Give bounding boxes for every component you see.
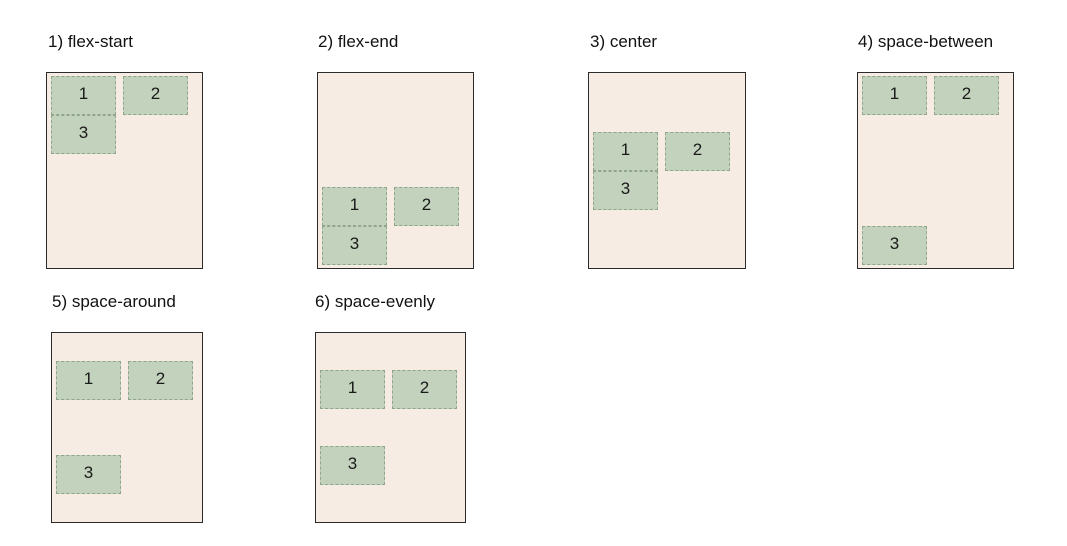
flex-item: 2 [128, 360, 193, 400]
flex-container: 1 2 3 [588, 72, 746, 269]
panel-title: 5) space-around [52, 292, 176, 311]
panel-title: 4) space-between [858, 32, 994, 51]
flex-item: 3 [593, 170, 658, 210]
flex-item: 2 [665, 131, 730, 171]
panel-title: 3) center [590, 32, 658, 51]
flex-container: 1 2 3 [51, 332, 203, 523]
flex-container: 1 2 3 [46, 72, 203, 269]
flex-item: 2 [123, 76, 188, 115]
flex-item: 1 [862, 76, 927, 115]
flex-item: 2 [394, 187, 459, 226]
flex-container: 1 2 3 [317, 72, 474, 269]
panel-title: 6) space-evenly [315, 292, 436, 311]
flex-item: 2 [392, 370, 457, 409]
flex-item: 3 [862, 226, 927, 265]
flex-container: 1 2 3 [857, 72, 1014, 269]
flex-item: 1 [322, 187, 387, 226]
panel-title: 1) flex-start [48, 32, 134, 51]
flex-item: 1 [51, 76, 116, 115]
flex-item: 1 [593, 131, 658, 171]
flex-item: 1 [56, 360, 121, 400]
flex-item: 1 [320, 370, 385, 409]
flex-item: 3 [56, 455, 121, 495]
flex-item: 3 [322, 226, 387, 265]
panel-title: 2) flex-end [318, 32, 399, 51]
flex-item: 2 [934, 76, 999, 115]
flex-item: 3 [51, 115, 116, 154]
flex-item: 3 [320, 446, 385, 485]
flex-container: 1 2 3 [315, 332, 466, 523]
